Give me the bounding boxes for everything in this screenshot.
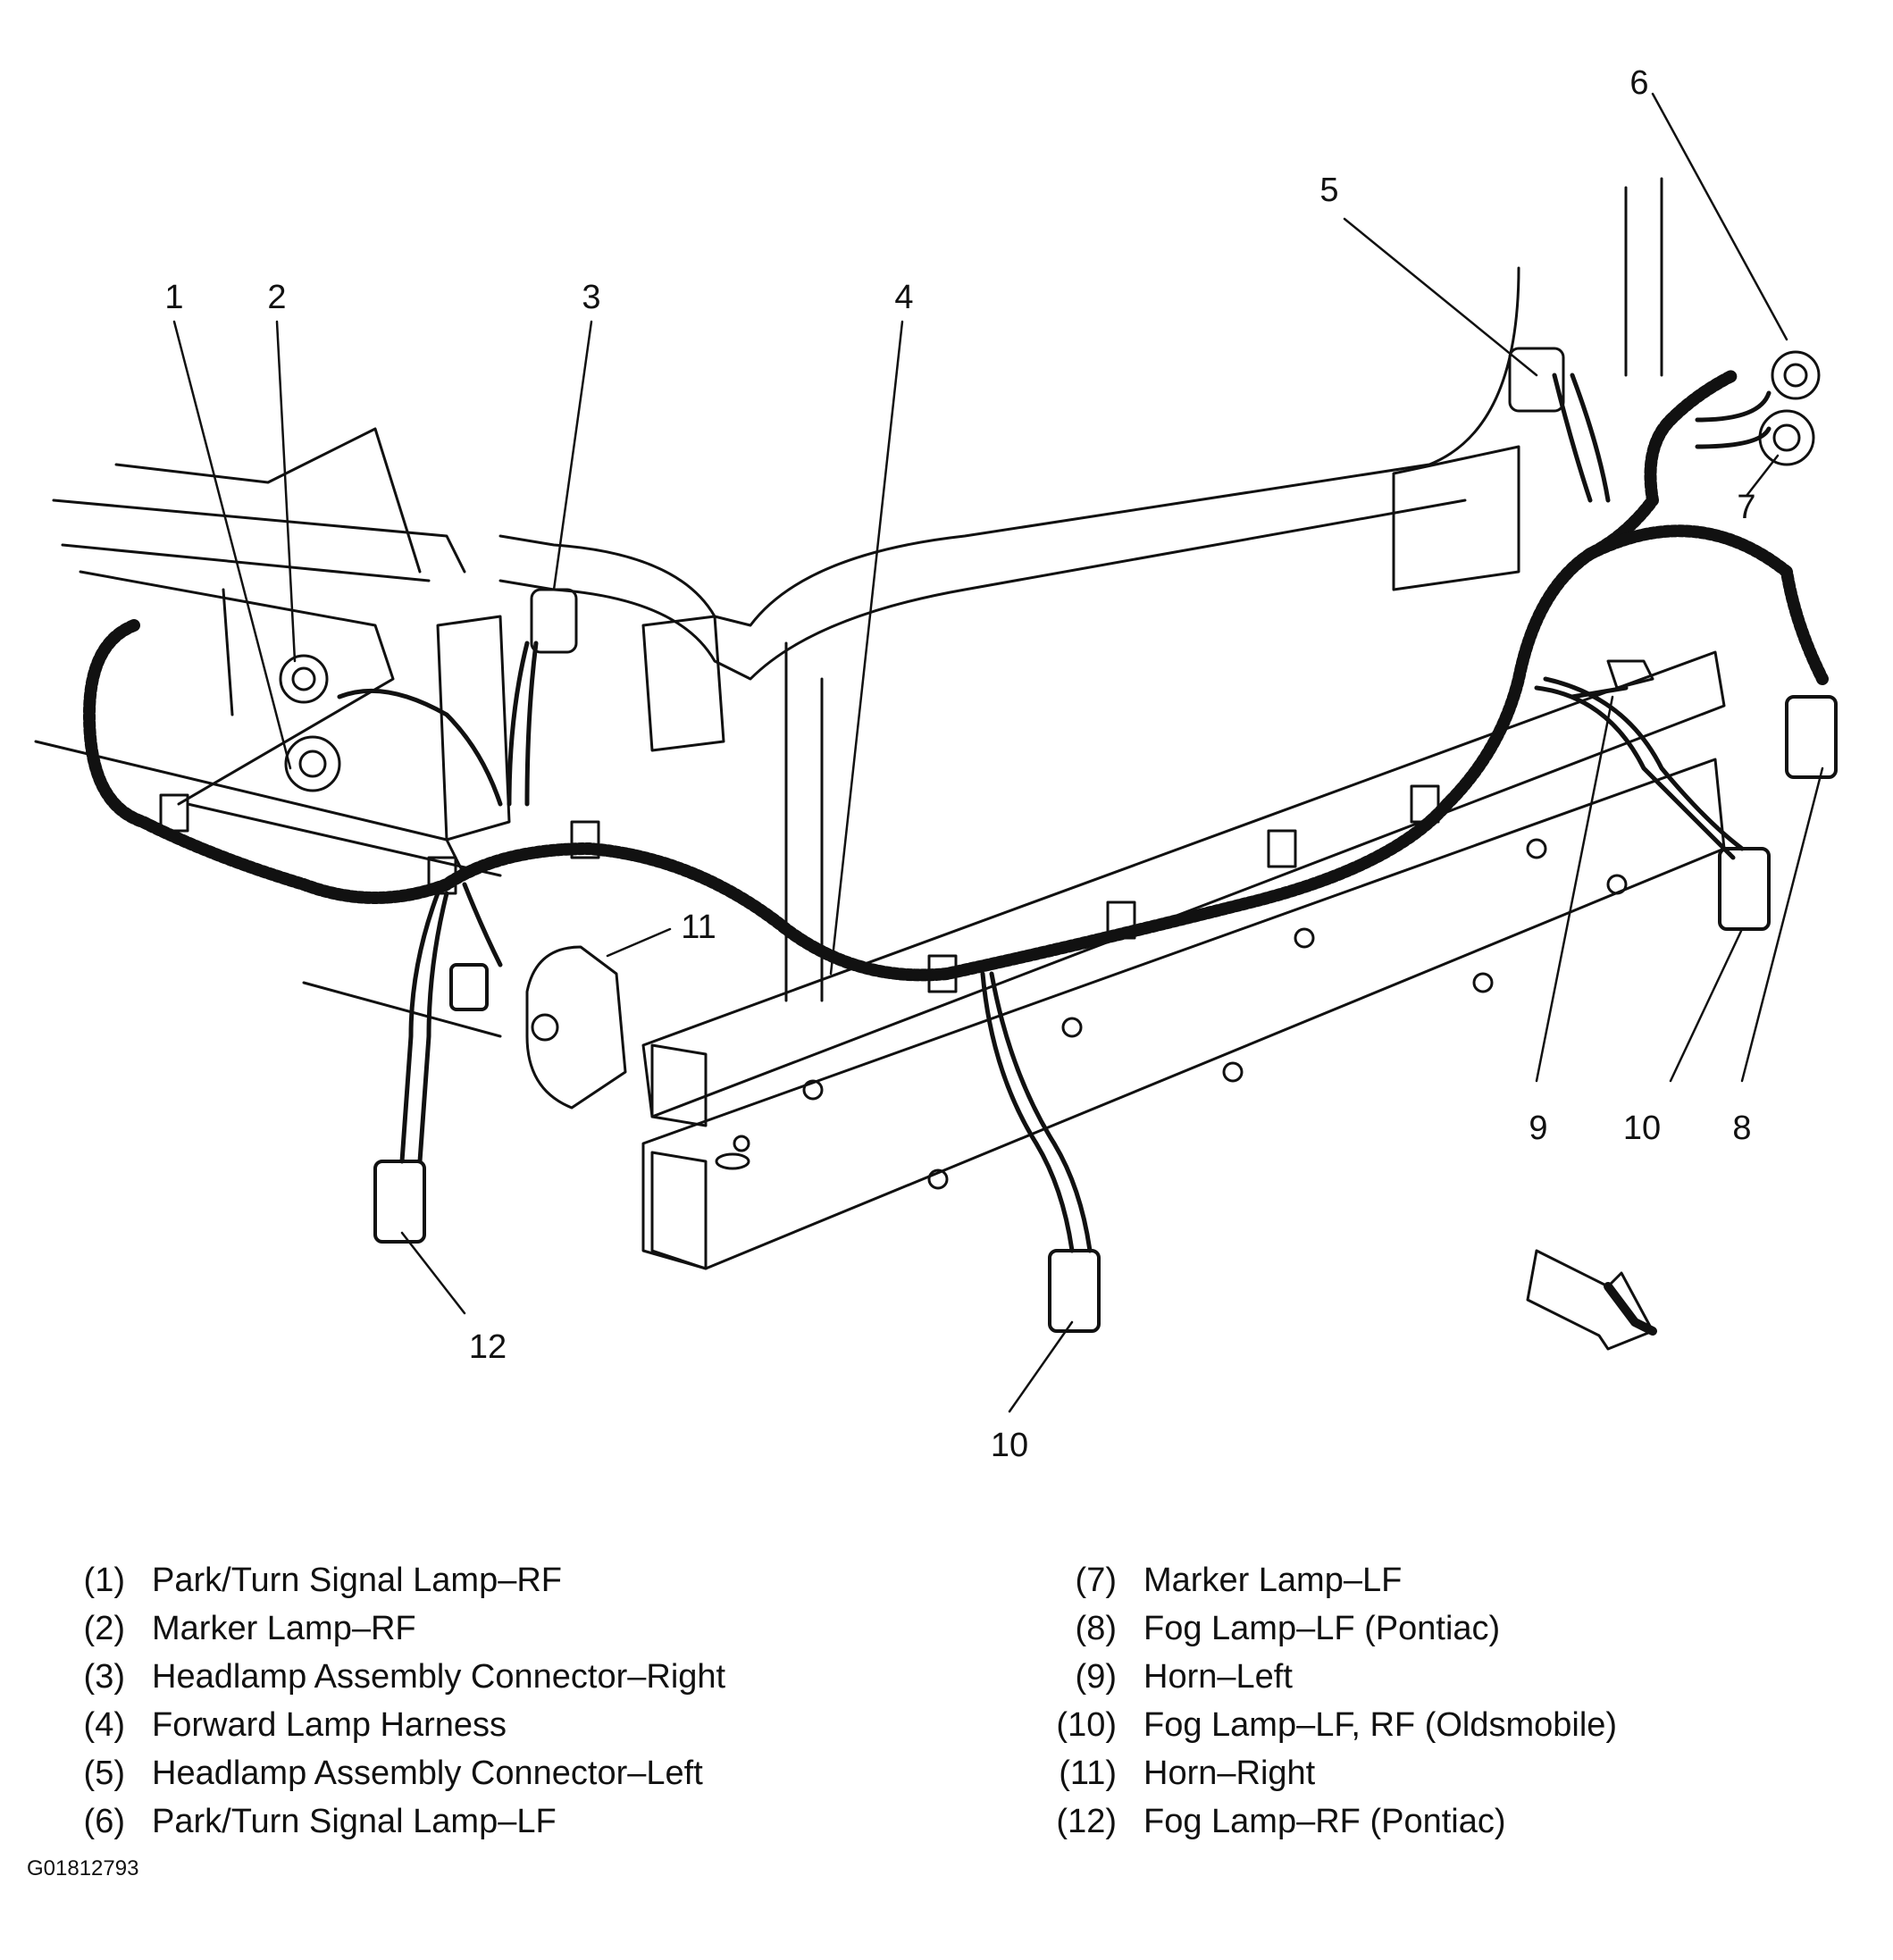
figure-id: G01812793 bbox=[27, 1856, 139, 1880]
harness-clips bbox=[159, 784, 1440, 993]
legend-label: Horn–Left bbox=[1143, 1658, 1293, 1696]
legend-number: (12) bbox=[1056, 1803, 1117, 1840]
legend-item: (10) Fog Lamp–LF, RF (Oldsmobile) bbox=[1018, 1701, 1617, 1749]
harness-branch-leads bbox=[337, 373, 1772, 1253]
callout-labels: 1 2 3 4 5 6 7 8 9 10 10 11 12 bbox=[164, 64, 1755, 1464]
legend-label: Fog Lamp–LF (Pontiac) bbox=[1143, 1610, 1501, 1647]
legend-label: Headlamp Assembly Connector–Left bbox=[152, 1755, 703, 1792]
legend-item: (7) Marker Lamp–LF bbox=[1018, 1556, 1617, 1604]
legend-item: (2) Marker Lamp–RF bbox=[27, 1604, 725, 1653]
legend-label: Marker Lamp–RF bbox=[152, 1610, 416, 1647]
callout-9: 9 bbox=[1529, 1110, 1547, 1147]
callout-7: 7 bbox=[1737, 489, 1755, 526]
legend-number: (4) bbox=[83, 1706, 125, 1744]
legend-item: (6) Park/Turn Signal Lamp–LF bbox=[27, 1797, 725, 1846]
legend-number: (2) bbox=[83, 1610, 125, 1647]
legend-number: (7) bbox=[1075, 1562, 1117, 1599]
legend-label: Park/Turn Signal Lamp–LF bbox=[152, 1803, 557, 1840]
legend-item: (1) Park/Turn Signal Lamp–RF bbox=[27, 1556, 725, 1604]
callout-12: 12 bbox=[469, 1328, 507, 1366]
legend-item: (8) Fog Lamp–LF (Pontiac) bbox=[1018, 1604, 1617, 1653]
legend-item: (9) Horn–Left bbox=[1018, 1653, 1617, 1701]
legend-number: (9) bbox=[1075, 1658, 1117, 1696]
legend-label: Fog Lamp–LF, RF (Oldsmobile) bbox=[1143, 1706, 1618, 1744]
legend-label: Forward Lamp Harness bbox=[152, 1706, 507, 1744]
radiator-support-upper bbox=[436, 177, 1663, 1002]
callout-2: 2 bbox=[267, 279, 286, 316]
wiring-diagram: 1 2 3 4 5 6 7 8 9 10 10 11 12 bbox=[34, 64, 1838, 1464]
legend-number: (11) bbox=[1059, 1755, 1117, 1792]
legend-item: (5) Headlamp Assembly Connector–Left bbox=[27, 1749, 725, 1797]
legend-item: (11) Horn–Right bbox=[1018, 1749, 1617, 1797]
forward-lamp-harness bbox=[83, 369, 1829, 982]
bumper-impact-bar bbox=[641, 650, 1726, 1270]
callout-8: 8 bbox=[1732, 1110, 1751, 1147]
legend-left-column: (1) Park/Turn Signal Lamp–RF (2) Marker La… bbox=[27, 1556, 726, 1846]
forward-arrow-icon bbox=[1526, 1249, 1657, 1351]
legend-label: Marker Lamp–LF bbox=[1143, 1562, 1403, 1599]
legend-item: (4) Forward Lamp Harness bbox=[27, 1701, 725, 1749]
legend-number: (3) bbox=[83, 1658, 125, 1696]
callout-4: 4 bbox=[894, 279, 913, 316]
legend-right-column: (7) Marker Lamp–LF (8) Fog Lamp–LF (Pontia… bbox=[1018, 1556, 1617, 1846]
legend-label: Headlamp Assembly Connector–Right bbox=[152, 1658, 726, 1696]
callout-11: 11 bbox=[681, 909, 716, 946]
callout-6: 6 bbox=[1629, 64, 1648, 102]
fog-lamp-connectors bbox=[373, 695, 1838, 1333]
left-fender-structure bbox=[34, 427, 502, 1038]
legend-number: (6) bbox=[83, 1803, 125, 1840]
legend-label: Horn–Right bbox=[1143, 1755, 1316, 1792]
callout-1: 1 bbox=[164, 279, 183, 316]
legend-label: Park/Turn Signal Lamp–RF bbox=[152, 1562, 563, 1599]
legend-number: (8) bbox=[1075, 1610, 1117, 1647]
callout-5: 5 bbox=[1319, 172, 1338, 209]
legend-number: (10) bbox=[1056, 1706, 1117, 1744]
callout-3: 3 bbox=[582, 279, 600, 316]
horn-left bbox=[1606, 659, 1654, 690]
legend-label: Fog Lamp–RF (Pontiac) bbox=[1143, 1803, 1506, 1840]
legend-item: (12) Fog Lamp–RF (Pontiac) bbox=[1018, 1797, 1617, 1846]
callout-leader-lines bbox=[172, 92, 1824, 1413]
legend-number: (1) bbox=[83, 1562, 125, 1599]
legend-item: (3) Headlamp Assembly Connector–Right bbox=[27, 1653, 726, 1701]
legend-number: (5) bbox=[83, 1755, 125, 1792]
horn-right bbox=[525, 945, 627, 1110]
callout-10-right: 10 bbox=[1623, 1110, 1661, 1147]
callout-10-bottom: 10 bbox=[991, 1427, 1028, 1464]
